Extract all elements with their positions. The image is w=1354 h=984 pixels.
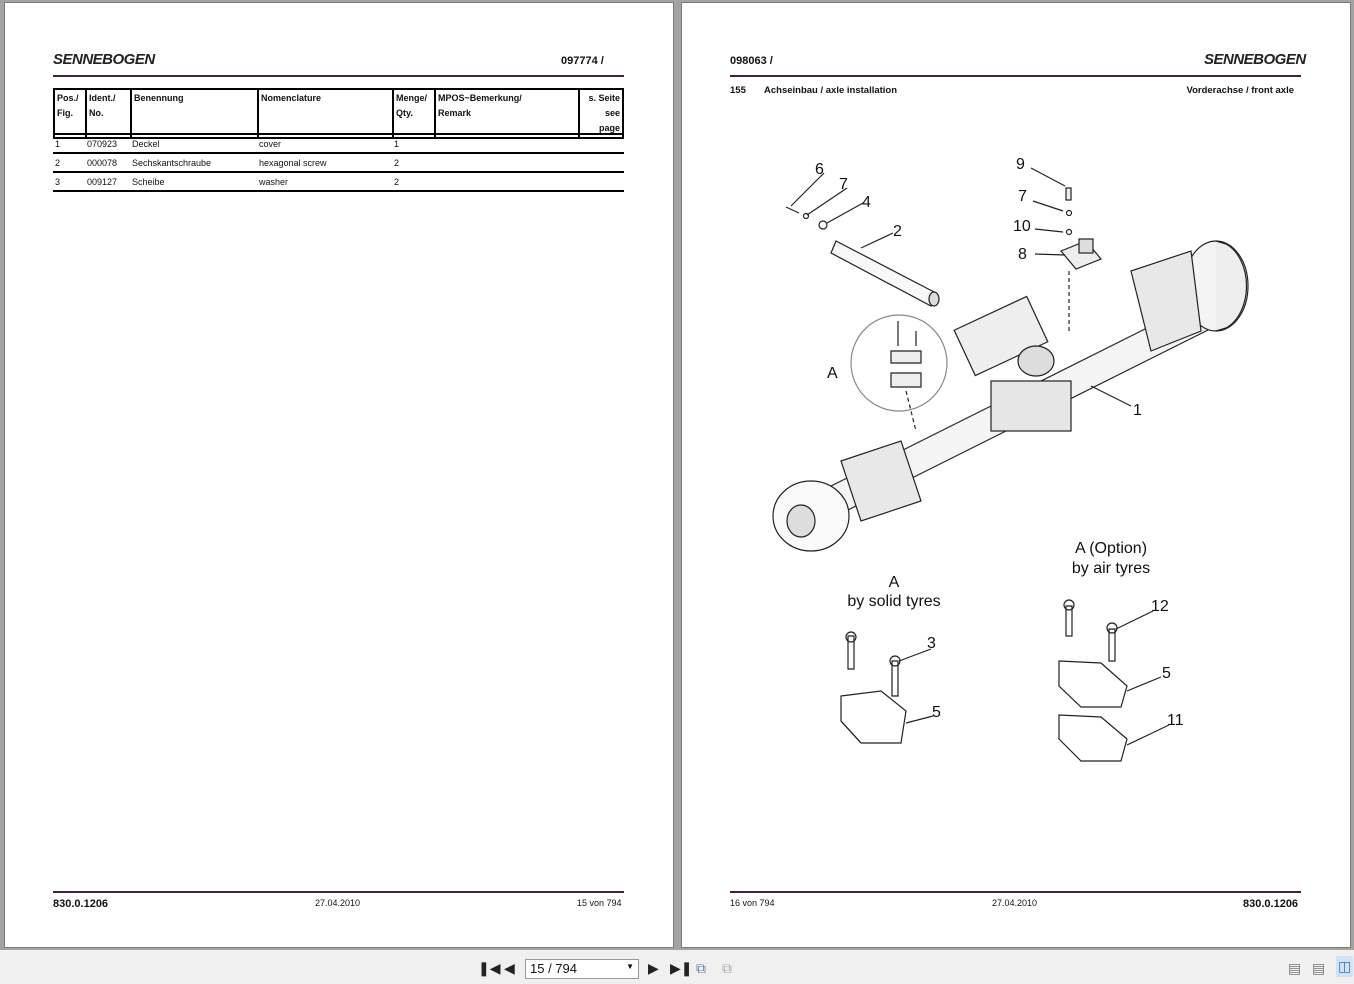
label-air-tyres: by air tyres (1072, 560, 1150, 577)
callout-10: 10 (1013, 218, 1031, 235)
label-solid-tyres: by solid tyres (847, 593, 940, 610)
callout-5-solid: 5 (932, 704, 941, 721)
single-page-view-icon[interactable]: ▤ (1288, 960, 1302, 976)
continuous-view-icon[interactable]: ▤ (1312, 960, 1326, 976)
col-ident: Ident./No. (85, 88, 132, 139)
sennebogen-logo: SENNEBOGEN (1204, 51, 1306, 68)
footer-date: 27.04.2010 (315, 898, 361, 908)
forward-view-icon[interactable]: ⧉ (722, 960, 732, 976)
callout-3: 3 (927, 635, 936, 652)
section-right-title: Vorderachse / front axle (1186, 85, 1294, 96)
chevron-down-icon: ▼ (626, 962, 634, 971)
callout-6: 6 (815, 161, 824, 178)
callout-2: 2 (893, 223, 902, 240)
footer-date: 27.04.2010 (992, 898, 1038, 908)
sennebogen-logo: SENNEBOGEN (53, 51, 155, 68)
next-page-button[interactable]: ▶ (648, 960, 659, 976)
last-page-button[interactable]: ▶❚ (670, 960, 693, 976)
two-page-view-icon[interactable]: ◫ (1336, 956, 1354, 977)
first-page-button[interactable]: ❚◀ (478, 960, 501, 976)
pdf-page-left: SENNEBOGEN 097774 / Pos./Fig. Ident./No.… (4, 2, 674, 948)
section-number: 155 (730, 85, 746, 96)
col-qty: Menge/Qty. (392, 88, 436, 139)
callout-8: 8 (1018, 246, 1027, 263)
label-a-option: A (Option) (1075, 540, 1147, 557)
back-view-icon[interactable]: ⧉ (696, 960, 706, 976)
axle-exploded-drawing: 6 7 4 2 9 7 10 8 A 1 12 3 5 5 11 A (Opti… (772, 156, 1249, 762)
page-number-select[interactable]: 15 / 794▼ (525, 959, 639, 979)
footer-page: 15 von 794 (577, 898, 622, 908)
previous-page-button[interactable]: ◀ (504, 960, 515, 976)
callout-5-air: 5 (1162, 665, 1171, 682)
footer-page: 16 von 794 (730, 898, 775, 908)
parts-table-header: Pos./Fig. Ident./No. Benennung Nomenclat… (53, 88, 624, 139)
callout-9: 9 (1016, 156, 1025, 173)
callout-1: 1 (1133, 402, 1142, 419)
callout-7: 7 (839, 176, 848, 193)
col-benennung: Benennung (130, 88, 259, 139)
footer-doc: 830.0.1206 (53, 898, 109, 910)
callout-12: 12 (1151, 598, 1169, 615)
callout-4: 4 (862, 194, 871, 211)
col-nomenclature: Nomenclature (257, 88, 394, 139)
label-a: A (889, 574, 900, 591)
document-number: 097774 / (561, 55, 604, 67)
callout-11: 11 (1167, 712, 1184, 729)
footer-doc: 830.0.1206 (1243, 898, 1299, 910)
col-remark: MPOS~Bemerkung/Remark (434, 88, 580, 139)
document-number: 098063 / (730, 55, 773, 67)
callout-A: A (827, 365, 838, 382)
col-pos: Pos./Fig. (53, 88, 87, 139)
pdf-navigation-toolbar: ❚◀ ◀ ▶ ▶❚ ⧉ ⧉ ▤ ▤ ◫ (0, 950, 1354, 984)
section-title: Achseinbau / axle installation (764, 85, 898, 96)
pdf-page-right: 098063 / SENNEBOGEN 155 Achseinbau / axl… (681, 2, 1351, 948)
callout-7b: 7 (1018, 188, 1027, 205)
